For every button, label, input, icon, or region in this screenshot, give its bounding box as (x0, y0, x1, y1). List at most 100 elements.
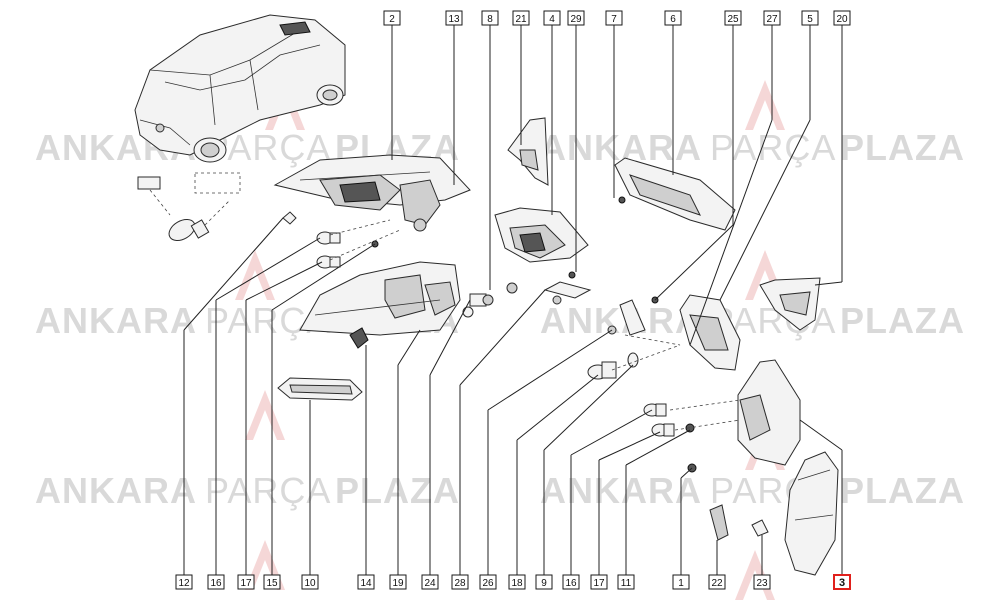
callout-number: 29 (570, 14, 582, 25)
callout-number: 21 (515, 14, 527, 25)
callout-box (445, 10, 463, 26)
lens-part-3 (784, 451, 839, 576)
callout-number: 16 (210, 578, 222, 589)
callout-number: 15 (266, 578, 278, 589)
leader-lines (183, 25, 843, 575)
callout-box (479, 574, 497, 590)
callout-box (590, 574, 608, 590)
watermark-word-3: PLAZA (840, 470, 965, 511)
callout-box (672, 574, 690, 590)
callout-19: 19 (389, 574, 407, 590)
callout-box (357, 574, 375, 590)
callout-27: 27 (763, 10, 781, 26)
callout-box (567, 10, 585, 26)
callout-number: 7 (611, 14, 617, 25)
callout-number: 4 (549, 14, 555, 25)
bar-part-6 (614, 157, 736, 231)
parts-22-23 (709, 504, 769, 541)
rear-lamp-upper (273, 154, 471, 232)
callout-box (605, 10, 623, 26)
callout-25: 25 (724, 10, 742, 26)
callout-15: 15 (263, 574, 281, 590)
callout-number: 8 (487, 14, 493, 25)
watermark-word-2: PARÇA (205, 470, 331, 511)
callout-number: 16 (565, 578, 577, 589)
callout-box (263, 574, 281, 590)
callout-number: 28 (454, 578, 466, 589)
callout-number: 12 (178, 578, 190, 589)
callout-number: 9 (541, 578, 547, 589)
plate-part-20 (759, 277, 821, 331)
callout-8: 8 (481, 10, 499, 26)
callout-number: 27 (766, 14, 778, 25)
watermark-word-3: PLAZA (335, 470, 460, 511)
watermark-word-3: PLAZA (840, 300, 965, 341)
callout-box (175, 574, 193, 590)
callout-box (664, 10, 682, 26)
callout-number: 17 (593, 578, 605, 589)
callout-6: 6 (664, 10, 682, 26)
callout-number: 24 (424, 578, 436, 589)
bulb-socket-center (587, 344, 681, 380)
callout-box (763, 10, 781, 26)
watermark-word-1: ANKARA (35, 300, 197, 341)
callout-7: 7 (605, 10, 623, 26)
callout-number: 25 (727, 14, 739, 25)
callout-1: 1 (672, 574, 690, 590)
bulb-assembly-left (137, 172, 241, 241)
callout-10: 10 (301, 574, 319, 590)
callout-number: 17 (240, 578, 252, 589)
watermark-word-3: PLAZA (840, 127, 965, 168)
callout-13: 13 (445, 10, 463, 26)
callout-number: 23 (756, 578, 768, 589)
callout-number: 26 (482, 578, 494, 589)
callout-4: 4 (543, 10, 561, 26)
rear-lamp-center (494, 207, 592, 305)
callout-box (724, 10, 742, 26)
bulbs-left-group (282, 211, 401, 269)
callout-12: 12 (175, 574, 193, 590)
callout-box (383, 10, 401, 26)
callout-box (535, 574, 553, 590)
callout-number: 1 (678, 578, 684, 589)
callout-number: 20 (836, 14, 848, 25)
callout-28: 28 (451, 574, 469, 590)
callout-box (753, 574, 771, 590)
callout-box (301, 574, 319, 590)
callout-box (451, 574, 469, 590)
callout-number: 14 (360, 578, 372, 589)
callout-box (543, 10, 561, 26)
callout-box (421, 574, 439, 590)
rear-lamp-right-lower (643, 359, 801, 473)
callout-3: 3 (833, 574, 851, 590)
callout-number: 2 (389, 14, 395, 25)
callout-number: 11 (621, 578, 632, 589)
callout-9: 9 (535, 574, 553, 590)
watermark-word-2: PARÇA (710, 127, 836, 168)
callout-box (207, 574, 225, 590)
callout-number: 6 (670, 14, 676, 25)
callout-5: 5 (801, 10, 819, 26)
callout-box (617, 574, 635, 590)
callout-number: 18 (511, 578, 523, 589)
callouts-top: 2 13 8 21 4 29 7 6 25 27 5 20 (383, 10, 851, 26)
car-illustration (134, 14, 346, 163)
callout-18: 18 (508, 574, 526, 590)
reflector-part-10 (277, 377, 363, 401)
callout-29: 29 (567, 10, 585, 26)
callout-box (508, 574, 526, 590)
callout-number: 22 (711, 578, 723, 589)
callout-21: 21 (512, 10, 530, 26)
callout-number: 3 (839, 577, 845, 589)
callout-number: 13 (448, 14, 460, 25)
callout-number: 10 (304, 578, 316, 589)
watermark-word-1: ANKARA (35, 470, 197, 511)
watermark-word-1: ANKARA (540, 470, 702, 511)
callout-24: 24 (421, 574, 439, 590)
callout-number: 5 (807, 14, 813, 25)
callout-box (512, 10, 530, 26)
callout-11: 11 (617, 574, 635, 590)
bracket-part-21 (507, 117, 549, 186)
